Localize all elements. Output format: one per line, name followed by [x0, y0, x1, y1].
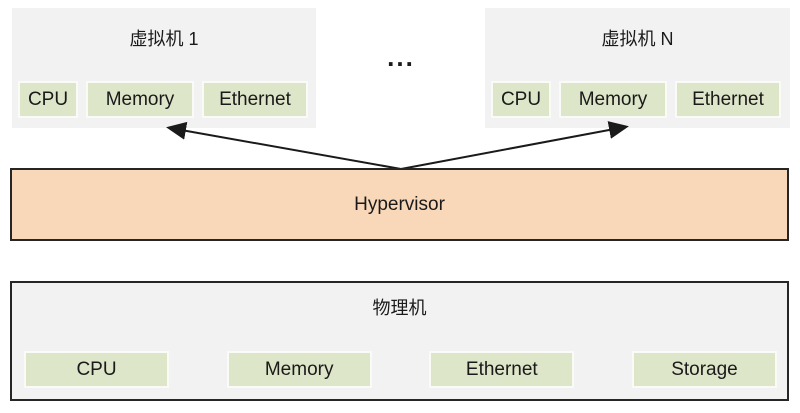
hypervisor-bar: Hypervisor: [10, 168, 789, 241]
vm-n-memory-chip: Memory: [559, 81, 667, 118]
vm-1-cpu-chip: CPU: [18, 81, 78, 118]
vm-n-title: 虚拟机 N: [601, 29, 674, 49]
physical-cpu-chip: CPU: [24, 351, 169, 388]
vm-1-ethernet-chip: Ethernet: [202, 81, 308, 118]
physical-storage-chip: Storage: [631, 351, 777, 388]
vm-box-n: 虚拟机 N CPU Memory Ethernet: [485, 8, 790, 128]
physical-ethernet-chip: Ethernet: [429, 351, 575, 388]
arrow-to-vm-1: [166, 121, 402, 170]
vm-n-chip-row: CPU Memory Ethernet: [491, 81, 782, 118]
vm-n-cpu-chip: CPU: [491, 81, 551, 118]
physical-memory-chip: Memory: [226, 351, 372, 388]
vm-1-chip-row: CPU Memory Ethernet: [18, 81, 308, 118]
vm-n-ethernet-chip: Ethernet: [675, 81, 781, 118]
vm-1-memory-chip: Memory: [86, 81, 194, 118]
physical-machine-title: 物理机: [372, 298, 427, 318]
vm-box-1: 虚拟机 1 CPU Memory Ethernet: [12, 8, 316, 128]
hypervisor-label: Hypervisor: [354, 193, 445, 215]
vm-ellipsis: ...: [387, 42, 415, 72]
vm-1-title: 虚拟机 1: [129, 29, 199, 49]
arrow-to-vm-n: [400, 121, 629, 170]
physical-machine-box: 物理机 CPU Memory Ethernet Storage: [10, 281, 789, 401]
physical-chip-row: CPU Memory Ethernet Storage: [24, 351, 777, 388]
